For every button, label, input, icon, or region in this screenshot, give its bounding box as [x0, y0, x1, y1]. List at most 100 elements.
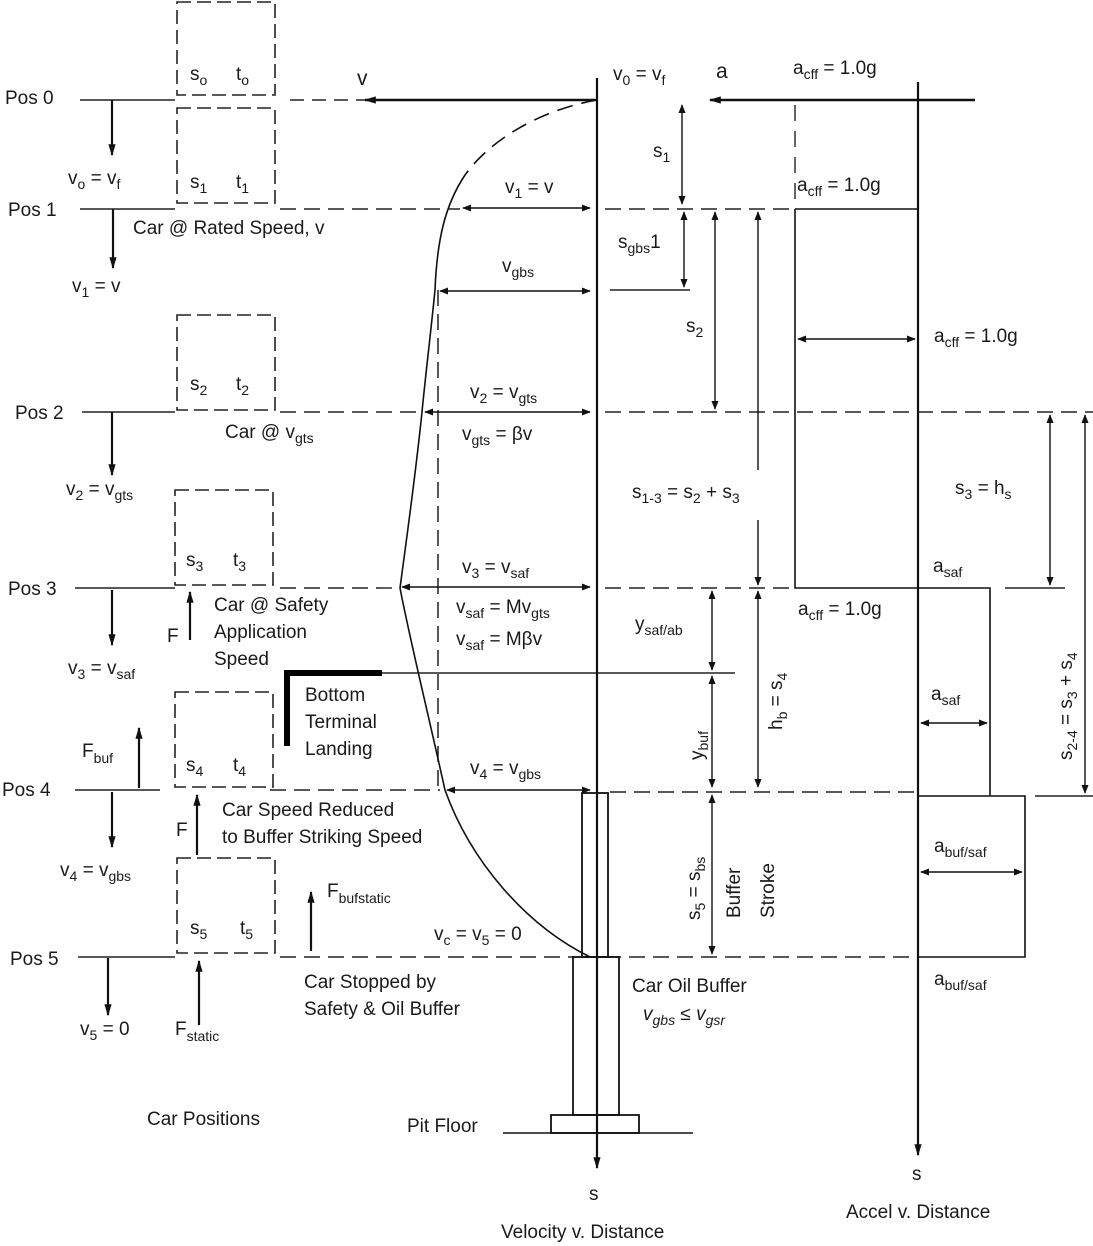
hb-label: hb = s4	[766, 672, 790, 730]
force-arrows	[135, 590, 315, 1025]
left-velocity-0: vo = vf	[68, 168, 120, 192]
car-box-3-t: t3	[233, 550, 246, 574]
car-box-2-t: t2	[236, 374, 249, 398]
ysafab-label: ysaf/ab	[635, 614, 683, 638]
acff-3-label: acff = 1.0g	[798, 599, 882, 623]
car-box-0-t: to	[236, 64, 249, 88]
vgts-label: vgts = βv	[462, 424, 533, 448]
abuf-bot-label: abuf/saf	[934, 969, 987, 993]
force-fbuf: Fbuf	[82, 741, 113, 766]
safety-app-line-1: Car @ Safety	[214, 595, 329, 616]
left-velocity-labels: vo = vf v1 = v v2 = vgts v3 = vsaf v4 = …	[60, 168, 135, 1043]
pos-4-label: Pos 4	[2, 780, 51, 801]
acff-mid-label: acff = 1.0g	[934, 326, 1018, 350]
car-box-3-s: s3	[186, 550, 204, 574]
pos-2-label: Pos 2	[15, 403, 64, 424]
pos-0-label: Pos 0	[5, 88, 54, 109]
s1-label: s1	[653, 141, 671, 165]
force-f-3: F	[167, 626, 179, 647]
velocity-labels: v v0 = vf v1 = v vgbs v2 = vgts vgts = β…	[357, 64, 779, 1243]
left-velocity-5: v5 = 0	[80, 1019, 130, 1043]
s5-label: s5 = sbs	[684, 857, 708, 920]
buffer-base	[550, 1114, 640, 1134]
accel-profile	[794, 208, 1026, 958]
car-box-2-s: s2	[190, 374, 208, 398]
acff-1-label: acff = 1.0g	[797, 175, 881, 199]
pit-floor-label: Pit Floor	[407, 1116, 478, 1137]
car-box-1	[176, 107, 276, 204]
buffer-label: Buffer	[724, 867, 745, 918]
car-box-3	[174, 489, 274, 586]
car-box-5-s: s5	[190, 918, 208, 942]
acff-top-label: acff = 1.0g	[793, 58, 877, 82]
left-notes: Car @ Rated Speed, v Car @ vgts Car @ Sa…	[133, 218, 461, 1130]
vc-label: vc = v5 = 0	[434, 924, 522, 948]
motion-arrows	[104, 100, 117, 1017]
car-box-4-s: s4	[186, 755, 204, 779]
car-box-2	[176, 314, 276, 411]
distance-labels: s1 sgbs1 s2 s1-3 = s2 + s3 ysaf/ab ybuf …	[618, 141, 1080, 920]
vgbs-label: vgbs	[502, 256, 534, 280]
force-labels: F Fbuf F Fbufstatic Fstatic	[82, 626, 391, 1044]
car-box-labels: so to s1 t1 s2 t2 s3 t3 s4 t4 s5 t5	[186, 64, 253, 942]
accel-dim-arrows	[797, 335, 1023, 876]
s2-label: s2	[686, 316, 704, 340]
car-box-0	[176, 1, 276, 96]
abuf-top-label: abuf/saf	[934, 836, 987, 860]
left-velocity-1: v1 = v	[72, 276, 121, 300]
bottom-terminal-line-3: Landing	[305, 739, 373, 760]
v2-label: v2 = vgts	[470, 382, 537, 406]
car-box-1-s: s1	[190, 172, 208, 196]
force-f-4: F	[176, 820, 188, 841]
asaf-top-label: asaf	[933, 556, 962, 580]
v-axis-label: v	[357, 67, 368, 90]
velocity-plot-title: Velocity v. Distance	[501, 1222, 664, 1243]
v1-label: v1 = v	[505, 177, 554, 201]
s13-label: s1-3 = s2 + s3	[632, 482, 740, 506]
car-box-0-s: so	[190, 64, 208, 88]
bottom-terminal-line-2: Terminal	[305, 712, 377, 733]
vsaf-label-2: vsaf = Mβv	[456, 629, 543, 653]
velocity-dim-arrows	[401, 204, 591, 794]
bottom-terminal-line-1: Bottom	[305, 685, 365, 706]
car-box-5	[176, 857, 276, 954]
velocity-profile-curve-solid	[399, 174, 591, 958]
pos-1-label: Pos 1	[8, 200, 57, 221]
accel-s-axis-label: s	[912, 1164, 922, 1185]
safety-app-line-3: Speed	[214, 649, 269, 670]
force-fstatic: Fstatic	[175, 1019, 219, 1044]
car-at-vgts-note: Car @ vgts	[225, 422, 314, 446]
accel-labels: a acff = 1.0g acff = 1.0g acff = 1.0g as…	[716, 58, 1018, 1223]
car-box-4	[174, 691, 274, 788]
v3-label: v3 = vsaf	[462, 557, 529, 581]
accel-plot-title: Accel v. Distance	[846, 1202, 990, 1223]
car-box-4-t: t4	[233, 755, 246, 779]
car-box-1-t: t1	[236, 172, 249, 196]
landing-bracket	[284, 670, 382, 746]
velocity-plot	[363, 78, 601, 1170]
velocity-profile-curve	[464, 99, 598, 176]
force-fbufstatic: Fbufstatic	[327, 881, 391, 906]
stroke-label: Stroke	[758, 863, 779, 918]
position-labels: Pos 0 Pos 1 Pos 2 Pos 3 Pos 4 Pos 5	[2, 88, 64, 970]
accel-plot	[708, 82, 1026, 1157]
left-velocity-2: v2 = vgts	[66, 479, 133, 503]
speed-reduced-line-2: to Buffer Striking Speed	[222, 827, 422, 848]
distance-dim-arrows	[678, 104, 1089, 955]
ybuf-label: ybuf	[687, 731, 711, 760]
stopped-line-2: Safety & Oil Buffer	[304, 999, 461, 1020]
velocity-s-axis-label: s	[589, 1184, 599, 1205]
speed-reduced-line-1: Car Speed Reduced	[222, 800, 394, 821]
asaf-mid-label: asaf	[931, 684, 960, 708]
v4-label: v4 = vgbs	[470, 758, 541, 782]
level-lines	[75, 99, 1093, 958]
oil-buffer-label: Car Oil Buffer	[632, 976, 747, 997]
sgbs1-label: sgbs1	[618, 232, 661, 256]
left-velocity-3: v3 = vsaf	[68, 658, 135, 682]
buffer-plunger	[581, 792, 609, 958]
car-positions-title: Car Positions	[147, 1109, 260, 1130]
rated-speed-note: Car @ Rated Speed, v	[133, 218, 325, 239]
car-box-5-t: t5	[240, 918, 253, 942]
safety-app-line-2: Application	[214, 622, 307, 643]
